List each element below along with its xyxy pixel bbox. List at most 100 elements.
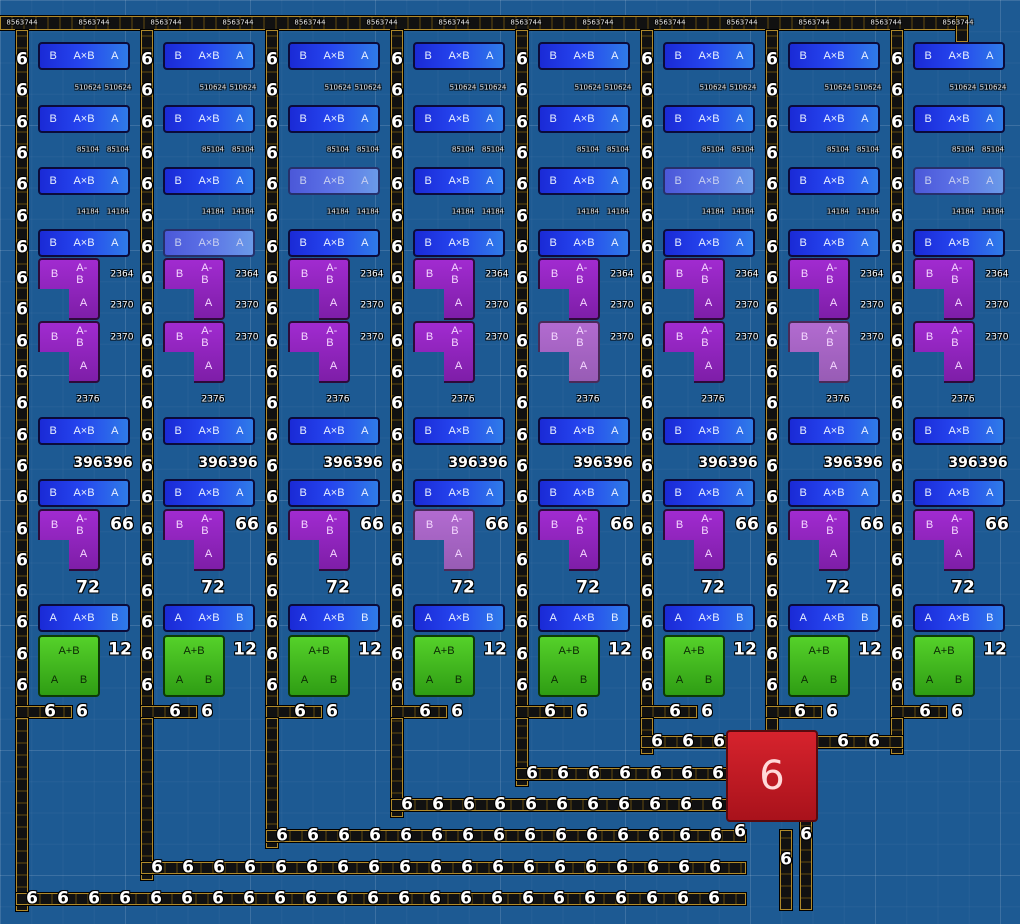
column-4-signal-7b: 396 xyxy=(478,455,508,471)
return-belt-2-value: 6 xyxy=(709,857,721,878)
return-belt-4-value: 6 xyxy=(680,794,692,815)
subtractor-label-b: B xyxy=(675,518,684,531)
multiplier-label-right: A xyxy=(111,113,119,125)
subtractor-label-op: A-B xyxy=(576,261,588,286)
core-block[interactable]: 6 xyxy=(726,730,818,822)
multiplier-label-left: B xyxy=(549,175,557,187)
column-4-signal-4: 2364 xyxy=(485,269,509,280)
multiplier-label-right: A xyxy=(986,50,994,62)
column-5-signal-2b: 85104 xyxy=(606,145,630,154)
return-belt-2-value: 6 xyxy=(647,857,659,878)
